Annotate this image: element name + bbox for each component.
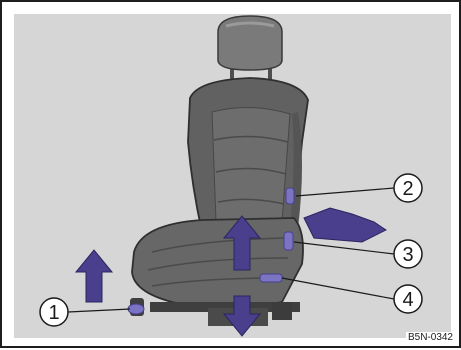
- callout-2: 2: [394, 174, 422, 202]
- height-lever-control: [128, 304, 144, 314]
- callout-1: 1: [40, 298, 68, 326]
- callout-1-number: 1: [48, 302, 59, 324]
- backrest: [188, 78, 308, 232]
- fore-aft-control: [260, 274, 282, 282]
- figure-code: B5N-0342: [406, 332, 455, 343]
- callout-2-number: 2: [402, 178, 413, 200]
- callout-3: 3: [394, 240, 422, 268]
- callout-4: 4: [394, 285, 422, 313]
- seat-cushion: [132, 218, 303, 308]
- callout-3-number: 3: [402, 244, 413, 266]
- lumbar-control: [286, 188, 294, 204]
- recline-control: [284, 232, 293, 250]
- callout-4-number: 4: [402, 289, 413, 311]
